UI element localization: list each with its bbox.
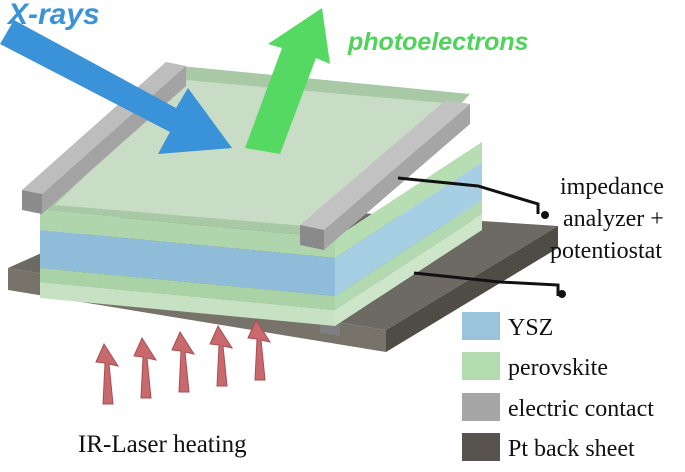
photoelectrons-label: photoelectrons (347, 28, 529, 56)
lower-wire (413, 271, 560, 296)
heating-arrow-5 (247, 318, 272, 381)
xray-arrow (0, 20, 232, 154)
legend-swatch-electric-contact (462, 393, 500, 421)
heating-arrow-4 (209, 324, 234, 387)
heating-label: IR-Laser heating (78, 431, 247, 458)
legend-item-pt-back-sheet: Pt back sheet (462, 433, 635, 462)
instrument-label-line3: potentiostat (550, 238, 662, 264)
xrays-label: X-rays (6, 0, 100, 31)
instrument-wires (397, 176, 566, 298)
legend-swatch-ysz (462, 312, 500, 340)
upper-wire (397, 176, 540, 214)
layer-stack-front (40, 210, 335, 326)
legend: YSZ perovskite electric contact Pt back … (462, 312, 654, 462)
legend-label-pt-back-sheet: Pt back sheet (508, 436, 635, 462)
upper-wire-terminal (541, 211, 549, 219)
legend-swatch-perovskite (462, 352, 500, 380)
layer-stack-side (335, 142, 482, 326)
heating-arrow-3 (171, 330, 196, 393)
legend-swatch-pt-back-sheet (462, 433, 500, 461)
photoelectron-arrow (245, 8, 330, 154)
instrument-label-line1: impedance (560, 174, 664, 200)
legend-label-perovskite: perovskite (508, 355, 608, 381)
instrument-label-line2: analyzer + (563, 206, 664, 232)
legend-label-electric-contact: electric contact (508, 396, 654, 422)
legend-label-ysz: YSZ (508, 315, 553, 341)
ir-heating-arrows (95, 318, 272, 405)
lower-wire-terminal (558, 290, 566, 298)
heating-arrow-2 (133, 336, 158, 399)
legend-item-ysz: YSZ (462, 312, 553, 341)
heating-arrow-1 (95, 342, 120, 405)
legend-item-perovskite: perovskite (462, 352, 608, 381)
legend-item-electric-contact: electric contact (462, 393, 654, 422)
